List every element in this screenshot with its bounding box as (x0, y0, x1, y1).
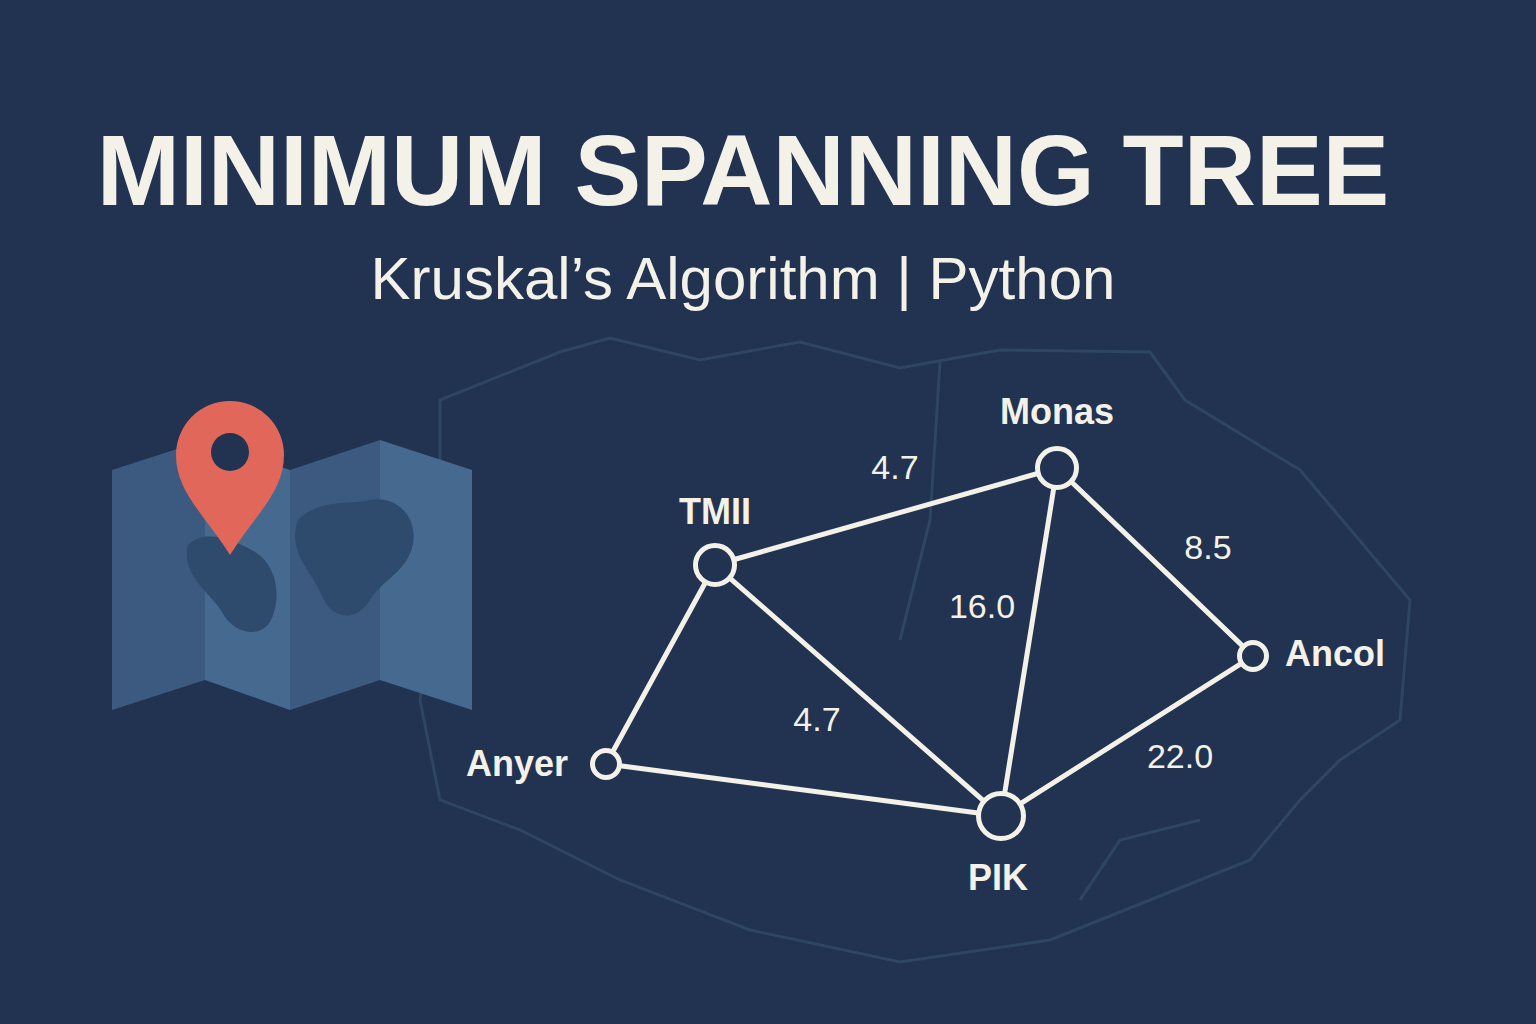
place-name: PIK (968, 858, 1028, 898)
node-circle (1237, 640, 1269, 672)
node-circle-outline (1038, 449, 1077, 488)
node-circle (693, 543, 737, 587)
edge-line (1005, 490, 1054, 792)
place-name: Ancol (1285, 634, 1385, 674)
edge-line (732, 580, 983, 800)
edge-line (1022, 665, 1239, 803)
station-node: Ancol (1237, 640, 1269, 672)
location-pin (176, 401, 284, 555)
place-name: Monas (1000, 392, 1114, 432)
place-name: Anyer (466, 744, 568, 784)
subtitle: Kruskal’s Algorithm | Python (0, 249, 1486, 309)
district-border (1080, 820, 1200, 900)
station-node: Anyer (590, 748, 622, 780)
node-circle (590, 748, 622, 780)
place-name: TMII (679, 492, 751, 532)
station-node: TMII (693, 543, 737, 587)
station-node: Monas (1035, 446, 1079, 490)
edge-weight: 8.5 (1181, 529, 1234, 566)
node-circle-outline (1240, 643, 1267, 670)
node-circle (976, 791, 1026, 841)
edge-weight: 22.0 (1144, 738, 1216, 775)
node-circle-outline (696, 546, 735, 585)
diagram-title: MINIMUM SPANNING TREE (0, 120, 1486, 220)
edge-weight: 4.7 (868, 449, 921, 486)
pin-hole (211, 433, 249, 471)
map-landmass (295, 499, 414, 615)
edge-line (736, 474, 1036, 559)
edge-weight: 16.0 (946, 588, 1018, 625)
node-circle-outline (593, 751, 620, 778)
edge-line (614, 584, 705, 750)
node-circle-outline (979, 794, 1024, 839)
region-outline (420, 338, 1410, 962)
edge-line (1073, 483, 1242, 645)
edge-weight: 4.7 (790, 701, 843, 738)
node-circle (1035, 446, 1079, 490)
edge-line (622, 766, 976, 813)
station-node: PIK (976, 791, 1026, 841)
